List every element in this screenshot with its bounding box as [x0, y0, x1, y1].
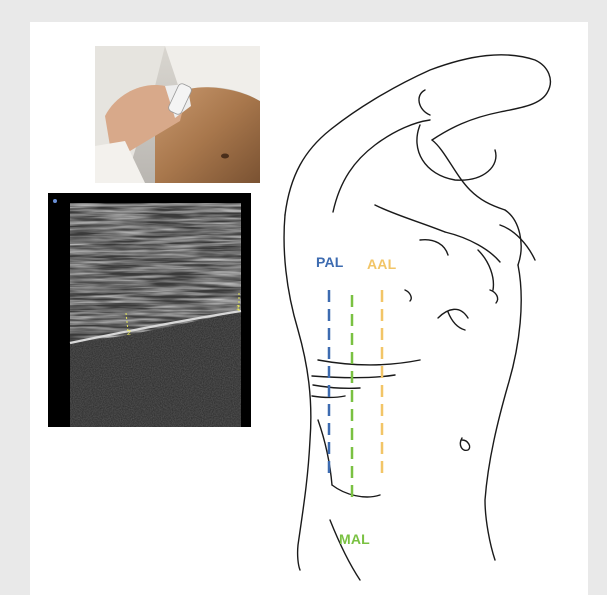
- mal-label: MAL: [339, 531, 370, 547]
- aal-label: AAL: [367, 256, 396, 272]
- pal-label: PAL: [316, 254, 344, 270]
